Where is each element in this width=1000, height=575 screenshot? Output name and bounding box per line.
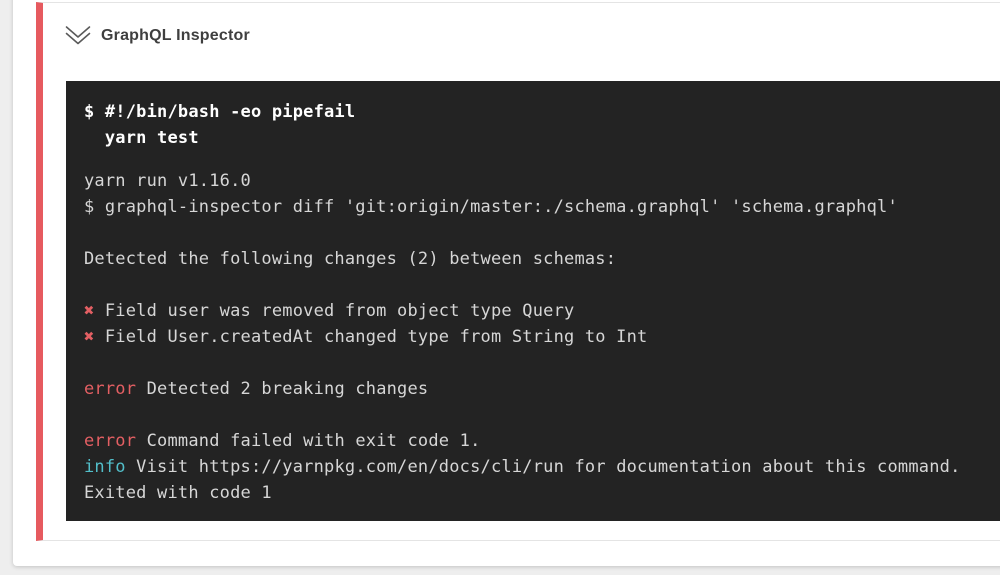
terminal-text-segment: info xyxy=(84,457,126,477)
terminal-line: Exited with code 1 xyxy=(84,480,990,506)
build-output-card: GraphQL Inspector $ #!/bin/bash -eo pipe… xyxy=(13,0,1000,566)
terminal-line xyxy=(84,272,990,298)
terminal-line xyxy=(84,402,990,428)
terminal-line: ✖ Field User.createdAt changed type from… xyxy=(84,324,990,350)
terminal-line xyxy=(84,220,990,246)
terminal-text-segment: $ #!/bin/bash -eo pipefail xyxy=(84,102,356,122)
terminal-output: $ #!/bin/bash -eo pipefail yarn test yar… xyxy=(66,81,1000,521)
terminal-text-segment: Field User.createdAt changed type from S… xyxy=(94,327,648,347)
terminal-log-block: yarn run v1.16.0 $ graphql-inspector diff… xyxy=(84,168,990,506)
terminal-text-segment: yarn test xyxy=(84,128,199,148)
terminal-text-segment: ✖ xyxy=(84,301,95,321)
terminal-line: error Detected 2 breaking changes xyxy=(84,376,990,402)
terminal-text-segment: $ graphql-inspector diff 'git:origin/mas… xyxy=(84,197,898,217)
terminal-line: $ graphql-inspector diff 'git:origin/mas… xyxy=(84,194,990,220)
terminal-text-segment: Exited with code 1 xyxy=(84,483,272,503)
collapse-chevron-icon[interactable] xyxy=(65,25,91,47)
build-step-graphql-inspector: GraphQL Inspector $ #!/bin/bash -eo pipe… xyxy=(36,2,1000,541)
terminal-text-segment: Field user was removed from object type … xyxy=(94,301,575,321)
terminal-text-segment: Detected 2 breaking changes xyxy=(136,379,429,399)
terminal-text-segment: yarn run v1.16.0 xyxy=(84,171,251,191)
terminal-line: yarn run v1.16.0 xyxy=(84,168,990,194)
terminal-text-segment: error xyxy=(84,431,137,451)
step-header[interactable]: GraphQL Inspector xyxy=(65,25,250,47)
terminal-line: $ #!/bin/bash -eo pipefail xyxy=(84,99,990,125)
terminal-command-block: $ #!/bin/bash -eo pipefail yarn test xyxy=(84,99,990,151)
terminal-line xyxy=(84,350,990,376)
terminal-text-segment: error xyxy=(84,379,137,399)
terminal-text-segment: ✖ xyxy=(84,327,95,347)
terminal-line: yarn test xyxy=(84,125,990,151)
step-title: GraphQL Inspector xyxy=(101,27,250,44)
terminal-line: error Command failed with exit code 1. xyxy=(84,428,990,454)
terminal-line: ✖ Field user was removed from object typ… xyxy=(84,298,990,324)
terminal-text-segment: Command failed with exit code 1. xyxy=(136,431,481,451)
terminal-text-segment: Detected the following changes (2) betwe… xyxy=(84,249,617,269)
terminal-line: info Visit https://yarnpkg.com/en/docs/c… xyxy=(84,454,990,480)
terminal-text-segment: Visit https://yarnpkg.com/en/docs/cli/ru… xyxy=(125,457,961,477)
terminal-line: Detected the following changes (2) betwe… xyxy=(84,246,990,272)
